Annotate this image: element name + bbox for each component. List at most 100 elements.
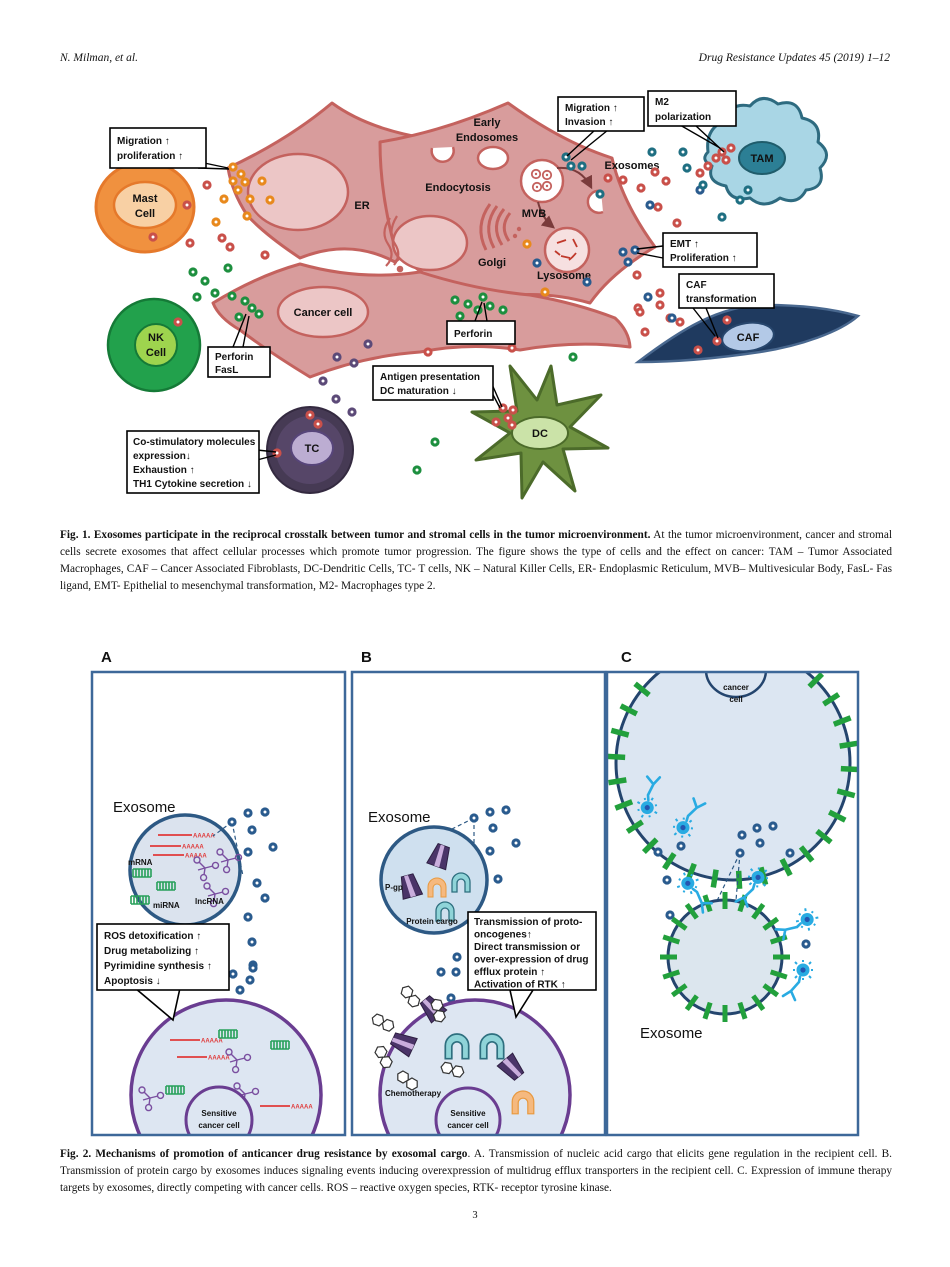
tam-cell-label: TAM (750, 153, 773, 165)
figure-1-caption-text: At the tumor microenvironment, cancer an… (60, 529, 892, 592)
panel-b-recipient-cell: Chemotherapy Sensitive cancer cell (370, 984, 572, 1135)
early-endosome (476, 145, 510, 171)
exosomes-label: Exosomes (604, 160, 659, 172)
caf-cell: CAF (634, 303, 861, 364)
panel-b-letter: B (361, 649, 372, 666)
panel-b-content: Exosome P-gp Protein cargo (368, 805, 597, 1135)
svg-text:FasL: FasL (215, 365, 238, 376)
svg-text:Drug metabolizing ↑: Drug metabolizing ↑ (104, 946, 199, 957)
lysosome-label: Lysosome (537, 270, 591, 282)
figure-2-caption-bold: Fig. 2. Mechanisms of promotion of antic… (60, 1148, 468, 1160)
panel-c-letter: C (621, 649, 632, 666)
panel-c-cancer-cell: cancer cell (607, 672, 859, 889)
mast-cell-label: Mast (132, 193, 157, 205)
svg-text:cancer cell: cancer cell (447, 1121, 488, 1130)
lysosome-body (543, 226, 591, 274)
svg-text:AAAAA: AAAAA (201, 1039, 223, 1045)
cancer-cell-label: Cancer cell (294, 307, 353, 319)
svg-text:over-expression of drug: over-expression of drug (474, 955, 588, 966)
panel-b-border (350, 670, 607, 1137)
callout-migration-invasion: Migration ↑ Invasion ↑ (557, 96, 645, 161)
callout-costimulatory: Co-stimulatory molecules expression↓ Exh… (126, 430, 277, 494)
cancer-cell-lower (211, 262, 632, 379)
svg-text:Invasion ↑: Invasion ↑ (565, 117, 613, 128)
lncrna-label: lncRNA (195, 897, 224, 906)
panel-c-exosome-label: Exosome (640, 1025, 703, 1042)
svg-text:Activation of RTK ↑: Activation of RTK ↑ (474, 980, 566, 991)
er-structure (383, 215, 404, 273)
figure-1-caption: Fig. 1. Exosomes participate in the reci… (60, 527, 892, 595)
trafficking-arrows (537, 166, 593, 229)
callout-perforin: Perforin (446, 301, 516, 345)
svg-text:TH1 Cytokine secretion ↓: TH1 Cytokine secretion ↓ (133, 479, 252, 490)
svg-text:Transmission of proto-: Transmission of proto- (474, 917, 582, 928)
t-cell: TC (266, 406, 354, 494)
panel-a-exosome-vesicle: AAAAA AAAAA AAAAA mRNA miRNA lncRNA (128, 813, 243, 927)
svg-text:Direct transmission or: Direct transmission or (474, 942, 580, 953)
svg-text:expression↓: expression↓ (133, 451, 191, 462)
header-journal: Drug Resistance Updates 45 (2019) 1–12 (698, 52, 890, 64)
svg-text:proliferation ↑: proliferation ↑ (117, 151, 183, 162)
panel-c-exosome (660, 892, 790, 1022)
antibody-6 (781, 958, 815, 1002)
panel-c-content: cancer cell (607, 672, 859, 1042)
svg-text:Perforin: Perforin (215, 352, 253, 363)
golgi-structure (479, 203, 522, 251)
svg-text:Co-stimulatory molecules: Co-stimulatory molecules (133, 437, 256, 448)
panel-a-free-exosomes (228, 807, 278, 995)
svg-text:oncogenes↑: oncogenes↑ (474, 930, 532, 941)
svg-text:AAAAA: AAAAA (193, 834, 215, 840)
svg-text:AAAAA: AAAAA (291, 1105, 313, 1111)
panel-a-recipient-cell: AAAAA AAAAA AAAAA Sensitive cancer cell (129, 998, 323, 1135)
callout-emt-proliferation: EMT ↑ Proliferation ↑ (636, 232, 758, 268)
callout-antigen-presentation: Antigen presentation DC maturation ↓ (372, 365, 503, 409)
svg-text:EMT ↑: EMT ↑ (670, 239, 699, 250)
svg-text:DC maturation ↓: DC maturation ↓ (380, 386, 457, 397)
figure-2-caption: Fig. 2. Mechanisms of promotion of antic… (60, 1146, 892, 1197)
panel-b-cell-label: Sensitive (450, 1109, 486, 1118)
golgi-label: Golgi (478, 257, 506, 269)
mvb-body (519, 158, 565, 204)
svg-text:Antigen presentation: Antigen presentation (380, 372, 480, 383)
figure-2-caption-text: . A. Transmission of nucleic acid cargo … (60, 1148, 893, 1194)
svg-text:Migration ↑: Migration ↑ (117, 136, 170, 147)
svg-text:AAAAA: AAAAA (208, 1056, 230, 1062)
dendritic-cell-label: DC (532, 428, 548, 440)
svg-text:Exhaustion ↑: Exhaustion ↑ (133, 465, 195, 476)
callout-m2-polarization: M2 polarization (647, 90, 737, 153)
svg-text:CAF: CAF (686, 280, 707, 291)
callout-caf-transformation: CAF transformation (678, 273, 775, 339)
header-authors: N. Milman, et al. (60, 52, 138, 64)
endocytosis-opening (430, 146, 455, 163)
panel-a-zoom-link (212, 817, 244, 877)
mirna-label: miRNA (153, 901, 180, 910)
mast-cell: Mast Cell (94, 160, 196, 254)
panel-a-border (90, 670, 347, 1137)
svg-text:polarization: polarization (655, 112, 711, 123)
er-label: ER (354, 200, 369, 212)
svg-text:Migration ↑: Migration ↑ (565, 103, 618, 114)
page-header: N. Milman, et al. Drug Resistance Update… (60, 52, 890, 64)
svg-text:Proliferation ↑: Proliferation ↑ (670, 253, 737, 264)
caf-cell-label: CAF (737, 332, 760, 344)
svg-text:M2: M2 (655, 97, 669, 108)
panel-a-cell-label: Sensitive (201, 1109, 237, 1118)
panel-a-effects-callout: ROS detoxification ↑ Drug metabolizing ↑… (96, 923, 230, 1022)
early-endosomes-label: Early (474, 117, 502, 129)
svg-text:cancer cell: cancer cell (198, 1121, 239, 1130)
dendritic-cell: DC (470, 364, 610, 500)
protein-cargo-label: Protein cargo (406, 917, 458, 926)
mvb-label: MVB (522, 208, 547, 220)
svg-text:transformation: transformation (686, 294, 757, 305)
callout-migration-proliferation: Migration ↑ proliferation ↑ (109, 127, 230, 170)
panel-b-effects-callout: Transmission of proto- oncogenes↑ Direct… (467, 911, 597, 1020)
panel-c-cancer-label: cancer (723, 683, 749, 692)
svg-text:AAAAA: AAAAA (182, 845, 204, 851)
mrna-label: mRNA (128, 858, 153, 867)
svg-text:Cell: Cell (146, 347, 166, 359)
svg-text:efflux protein ↑: efflux protein ↑ (474, 967, 545, 978)
panel-b-exosome-label: Exosome (368, 809, 431, 826)
svg-text:Endosomes: Endosomes (456, 132, 518, 144)
panel-c-border (605, 670, 860, 1137)
